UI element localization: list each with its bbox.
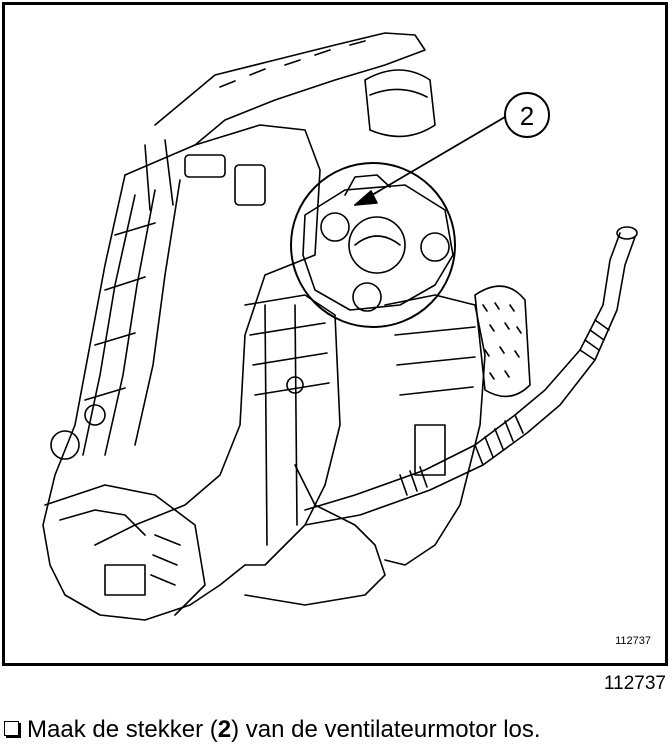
instruction-ref-number: 2	[217, 716, 232, 743]
figure-frame: 2 112737	[2, 2, 668, 666]
figure-inner-reference: 112737	[615, 635, 651, 647]
instruction-text-after: ) van de ventilateurmotor los.	[231, 716, 541, 743]
figure-reference-number: 112737	[604, 673, 666, 694]
checkbox-bullet-icon	[4, 721, 19, 736]
heater-unit-drawing: 2	[42, 32, 638, 621]
callout-label-2: 2	[520, 101, 534, 131]
instruction-line: Maak de stekker (2) van de ventilateurmo…	[4, 716, 541, 744]
instruction-text-before: Maak de stekker (	[27, 716, 218, 743]
